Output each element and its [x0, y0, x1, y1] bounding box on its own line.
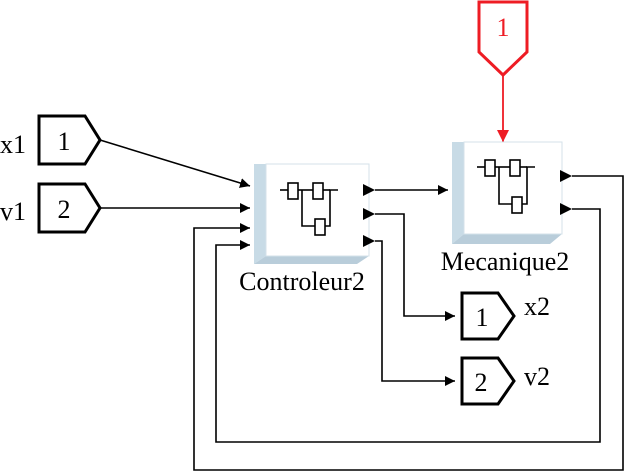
outport-shape — [460, 291, 516, 341]
outport-label: x2 — [524, 292, 550, 321]
inport-x1[interactable]: 1 x1 — [0, 114, 102, 166]
signal-mecanique-feedback-1[interactable] — [193, 175, 624, 471]
signal-lines — [99, 139, 624, 471]
output-ports — [560, 170, 572, 215]
inport-top[interactable]: 1 — [477, 0, 529, 78]
outport-shape — [460, 356, 516, 406]
block-shadow — [452, 234, 562, 244]
signal-controleur-to-x2[interactable] — [375, 213, 455, 321]
block-face — [463, 141, 563, 235]
outport-v2[interactable]: 2 v2 — [460, 356, 550, 406]
inport-number: 1 — [58, 127, 71, 156]
subsystem-controleur[interactable]: Controleur2 — [239, 163, 375, 296]
block-shadow — [254, 256, 369, 264]
subsystem-icon — [280, 182, 338, 236]
block-label: Controleur2 — [239, 267, 365, 296]
inport-shape — [37, 114, 102, 166]
inport-shape — [477, 0, 529, 78]
block-face — [265, 163, 370, 257]
block-shadow — [452, 142, 464, 244]
outport-label: v2 — [524, 362, 550, 391]
inport-shape — [37, 182, 102, 234]
subsystem-mecanique[interactable]: Mecanique2 — [441, 141, 572, 276]
inport-number: 1 — [497, 13, 510, 42]
signal-mecanique-feedback-2[interactable] — [215, 208, 601, 443]
signal-x1-to-controleur[interactable] — [99, 139, 251, 188]
subsystem-icon — [477, 159, 535, 214]
signal-controleur-to-v2[interactable] — [375, 240, 455, 386]
outport-x2[interactable]: 1 x2 — [460, 291, 550, 341]
block-label: Mecanique2 — [441, 247, 570, 276]
inport-label: v1 — [0, 197, 26, 226]
outport-number: 1 — [476, 303, 489, 332]
output-ports — [363, 184, 375, 247]
inport-label: x1 — [0, 130, 26, 159]
inport-v1[interactable]: 2 v1 — [0, 182, 102, 234]
inport-number: 2 — [58, 195, 71, 224]
outport-number: 2 — [475, 368, 488, 397]
block-shadow — [254, 164, 266, 264]
